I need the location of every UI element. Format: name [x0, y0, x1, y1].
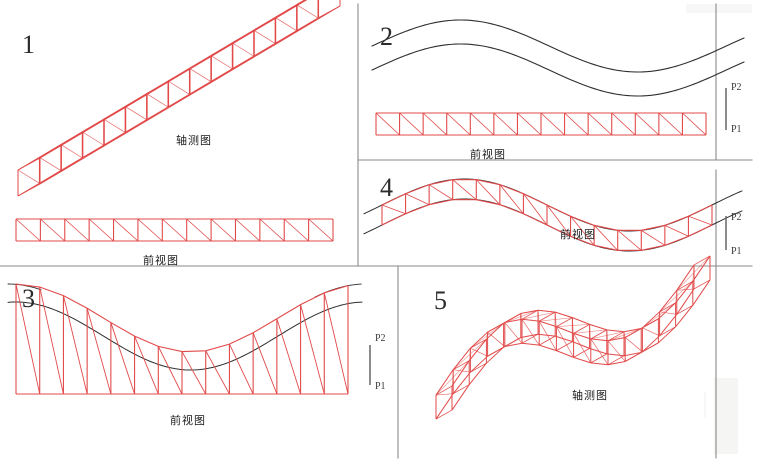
- view-label-front-panel-4: 前视图: [560, 228, 596, 241]
- panel-1-axonometric-truss: [17, 0, 341, 197]
- scale-markers: [369, 88, 727, 385]
- scale-label-p1-panel-3: P1: [375, 381, 386, 392]
- view-label-axonometric-panel-5: 轴测图: [572, 389, 608, 402]
- panel-number-5: 5: [434, 286, 447, 315]
- panel-number-4: 4: [380, 173, 393, 202]
- scale-label-p2-panel-2: P2: [731, 82, 742, 93]
- panel-2-front-truss: [375, 112, 707, 136]
- view-label-front-panel-2: 前视图: [470, 148, 506, 161]
- view-label-front-panel-3: 前视图: [170, 414, 206, 427]
- view-label-axonometric-panel-1: 轴测图: [176, 134, 212, 147]
- scale-label-p1-panel-4: P1: [731, 246, 742, 257]
- panel-number-2: 2: [380, 22, 393, 51]
- panel-5-axonometric-truss: [435, 255, 711, 420]
- panel-number-3: 3: [22, 284, 35, 313]
- panel-1-front-truss: [15, 218, 334, 242]
- panel-4-front-truss: [381, 179, 713, 251]
- panel-number-1: 1: [22, 30, 35, 59]
- panel-dividers: [0, 3, 753, 459]
- scale-label-p2-panel-3: P2: [375, 333, 386, 344]
- panel-3-front-truss: [15, 283, 349, 395]
- view-label-front-panel-1: 前视图: [143, 254, 179, 267]
- scale-label-p2-panel-4: P2: [731, 212, 742, 223]
- panel-2-guide-curves: [371, 19, 745, 97]
- scale-label-p1-panel-2: P1: [731, 124, 742, 135]
- scan-artifacts: [686, 4, 752, 454]
